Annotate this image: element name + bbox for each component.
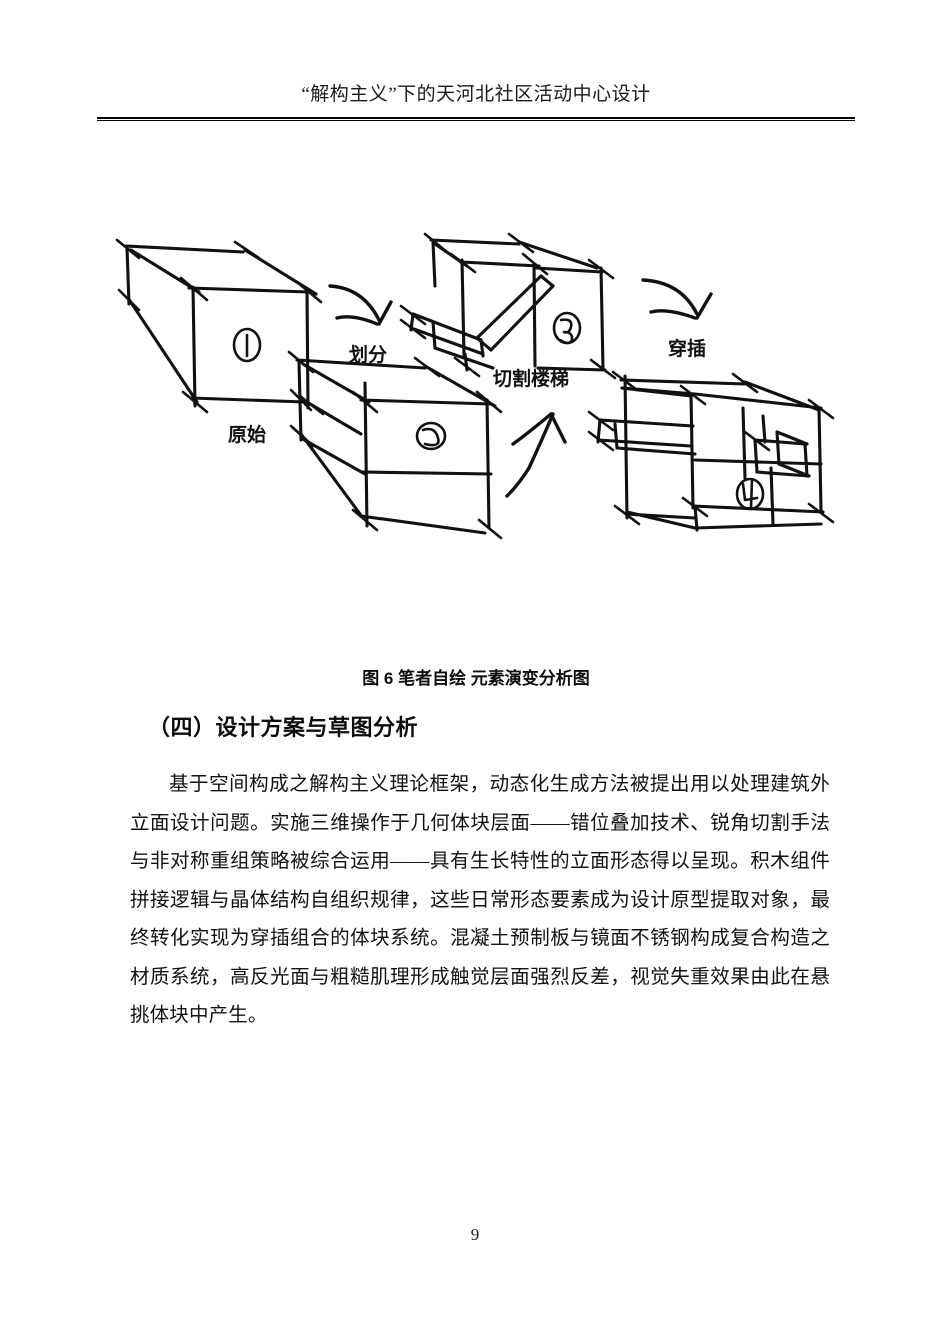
running-header: “解构主义”下的天河北社区活动中心设计: [97, 82, 855, 108]
body-paragraph: 基于空间构成之解构主义理论框架，动态化生成方法被提出用以处理建筑外立面设计问题。…: [130, 774, 830, 1026]
header-title: “解构主义”下的天河北社区活动中心设计: [301, 84, 651, 105]
page-number: 9: [470, 1225, 480, 1244]
arrow-interlock-icon: [641, 278, 713, 320]
header-rule: [97, 117, 855, 121]
figure-massing-evolution: 原始 划分: [95, 228, 855, 558]
sketch-box-divided: [287, 350, 503, 540]
figure-caption: 图 6 笔者自绘 元素演变分析图: [362, 669, 590, 688]
header-rule-thick: [97, 117, 855, 119]
header-rule-thin: [97, 120, 855, 121]
arrow-upward-icon: [505, 412, 567, 498]
sketch-box-interlocked: [587, 370, 835, 532]
sketch-box-cut-stairs: [399, 232, 617, 380]
arrow-divide-icon: [328, 284, 393, 326]
sketch-box-original: [115, 238, 325, 416]
figure-step-label-divide: 划分: [349, 343, 387, 366]
massing-evolution-sketch: 原始 划分: [115, 232, 835, 540]
figure-step-label-original: 原始: [228, 423, 266, 446]
figure-step-label-cut-stairs: 切割楼梯: [493, 367, 569, 390]
section-heading: （四）设计方案与草图分析: [148, 715, 419, 740]
figure-step-label-interlock: 穿插: [668, 337, 706, 360]
